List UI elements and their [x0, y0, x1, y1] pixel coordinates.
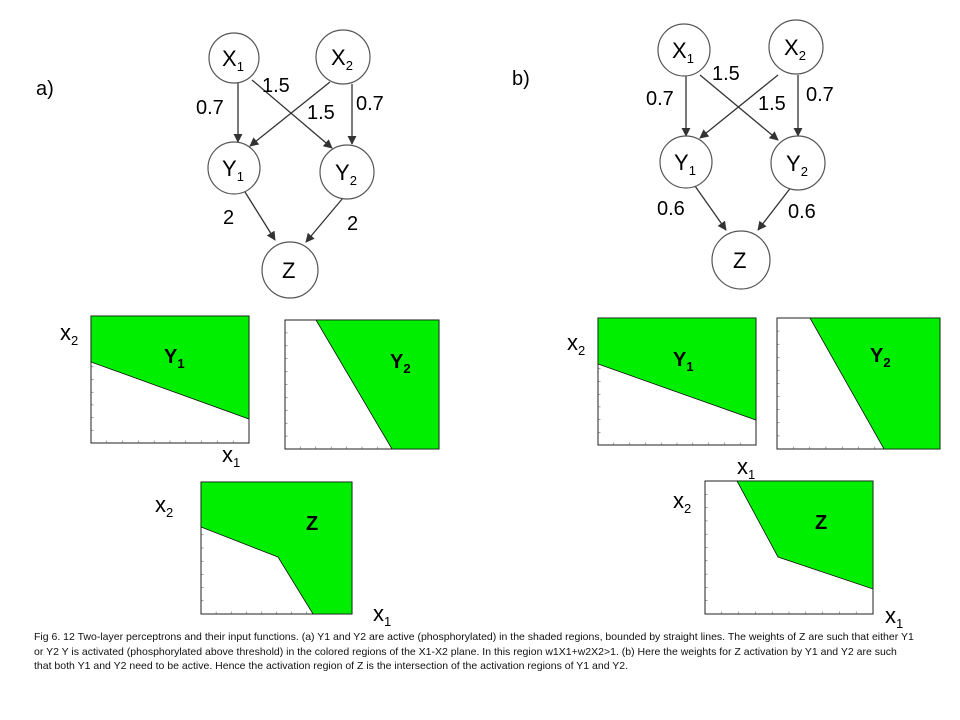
svg-text:Z: Z: [306, 513, 318, 535]
node-a-x1: X1: [208, 32, 260, 84]
node-a-y1: Y1: [207, 141, 261, 195]
weight-b-x2-y1: 1.5: [758, 93, 786, 115]
weight-b-x2-y2: 0.7: [806, 84, 834, 106]
panel-label-a: a): [36, 78, 54, 100]
weight-b-x1-y1: 0.7: [646, 88, 674, 110]
network-a: a) 0.7 1.5 1.5 0.7 2 2 X1 X2 Y1 Y2: [36, 29, 384, 299]
svg-text:Z: Z: [733, 248, 746, 273]
weight-b-y2-z: 0.6: [788, 201, 816, 223]
region-b-y1: [597, 317, 757, 421]
panel-label-b: b): [512, 68, 530, 90]
svg-text:Y2: Y2: [335, 160, 357, 188]
network-b: b) 0.7 1.5 1.5 0.7 0.6 0.6 X1 X2 Y1 Y2: [512, 19, 834, 290]
region-a-y2: [315, 319, 440, 450]
svg-text:Y1: Y1: [674, 150, 696, 178]
axis-label-a-z-x1: x1: [373, 601, 391, 629]
plot-a-y2: Y2: [284, 319, 440, 450]
plot-b-y1: Y1: [597, 317, 757, 446]
svg-text:Y1: Y1: [673, 349, 694, 374]
node-b-z: Z: [711, 230, 771, 290]
axis-label-b-z-x1: x1: [885, 603, 903, 631]
svg-text:Z: Z: [815, 512, 827, 534]
edge-b-y1-z: [694, 185, 727, 231]
svg-text:Y1: Y1: [222, 156, 244, 184]
axis-label-a-y1-x2: x2: [60, 320, 78, 348]
edge-b-y2-z: [757, 185, 793, 231]
edge-a-y1-z: [244, 191, 276, 241]
node-b-x2: X2: [768, 19, 824, 75]
plot-ticks: [201, 494, 338, 614]
node-a-z: Z: [261, 241, 319, 299]
plot-ticks: [285, 332, 424, 449]
weight-a-x1-y2: 1.5: [262, 75, 290, 97]
weight-a-x1-y1: 0.7: [196, 97, 224, 119]
svg-text:X2: X2: [784, 35, 806, 63]
svg-text:X1: X1: [222, 46, 244, 74]
edge-a-x2-y1: [249, 81, 331, 147]
axis-label-b-y1-x1: x1: [737, 454, 755, 482]
plot-a-z: Z: [200, 481, 353, 615]
weight-a-y1-z: 2: [223, 207, 234, 229]
edge-b-x1-y2: [699, 74, 779, 141]
edge-a-x1-y2: [251, 79, 333, 149]
plot-b-y2: Y2: [776, 317, 941, 450]
axis-label-a-z-x2: x2: [155, 492, 173, 520]
region-b-z: [736, 480, 874, 590]
region-a-z: [200, 481, 353, 615]
region-a-y1: [90, 315, 250, 420]
weight-b-y1-z: 0.6: [657, 198, 685, 220]
weight-a-y2-z: 2: [347, 213, 358, 235]
svg-text:X1: X1: [672, 38, 694, 66]
svg-text:Y2: Y2: [786, 151, 808, 179]
node-a-x2: X2: [315, 29, 371, 85]
node-b-y1: Y1: [659, 135, 713, 189]
axis-label-a-y1-x1: x1: [222, 442, 240, 470]
weight-b-x1-y2: 1.5: [712, 63, 740, 85]
axis-label-b-z-x2: x2: [673, 488, 691, 516]
plot-b-z: Z: [704, 480, 874, 615]
edge-b-x2-y1: [699, 74, 779, 139]
svg-text:X2: X2: [331, 45, 353, 73]
svg-text:Y2: Y2: [870, 345, 891, 370]
svg-text:Y1: Y1: [164, 346, 185, 371]
region-b-y2: [809, 317, 941, 450]
edge-a-y2-z: [305, 197, 344, 243]
weight-a-x2-y1: 1.5: [307, 102, 335, 124]
weight-a-x2-y2: 0.7: [356, 93, 384, 115]
node-b-y2: Y2: [770, 135, 826, 191]
axis-label-b-y1-x2: x2: [567, 330, 585, 358]
node-b-x1: X1: [657, 23, 711, 77]
figure-caption: Fig 6. 12 Two-layer perceptrons and thei…: [34, 631, 914, 673]
svg-text:Y2: Y2: [390, 351, 411, 376]
node-a-y2: Y2: [319, 144, 375, 200]
svg-text:Z: Z: [282, 258, 295, 283]
plot-a-y1: Y1: [90, 315, 250, 444]
plot-ticks: [705, 494, 857, 614]
